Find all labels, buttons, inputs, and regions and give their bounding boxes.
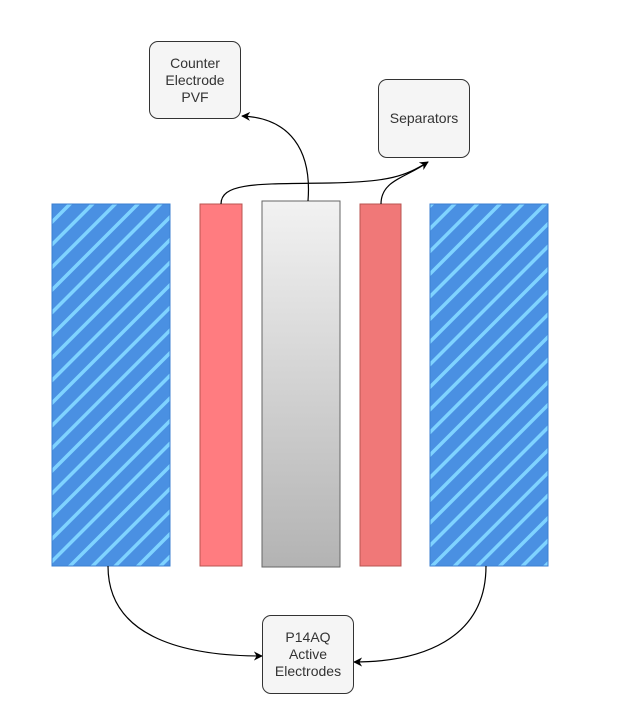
edge-left-electrode-to-label [107, 565, 263, 661]
left-separator [199, 203, 243, 567]
active-electrodes-label-line-2: Active [288, 646, 328, 662]
counter-electrode-label-line-2: Electrode [165, 71, 225, 88]
separators-label-line-1: Separators [389, 110, 459, 126]
right-separator [359, 203, 402, 567]
edge-right-separator-to-label [380, 161, 429, 205]
counter-electrode-label: Counter Electrode PVF [149, 41, 241, 119]
active-electrodes-label-line-1: P14AQ [285, 629, 331, 645]
counter-electrode-label-line-3: PVF [181, 88, 209, 105]
left-active-electrode [51, 203, 171, 567]
active-electrodes-label-line-3: Electrodes [274, 663, 342, 679]
active-electrodes-label: P14AQ Active Electrodes [262, 615, 354, 694]
edge-left-separator-to-label [220, 161, 429, 205]
edge-right-electrode-to-label [353, 565, 487, 667]
counter-electrode [261, 200, 341, 568]
counter-electrode-label-line-1: Counter [170, 54, 220, 71]
right-active-electrode [429, 203, 549, 567]
edge-counter-to-label [241, 111, 310, 202]
separators-label: Separators [378, 79, 470, 158]
